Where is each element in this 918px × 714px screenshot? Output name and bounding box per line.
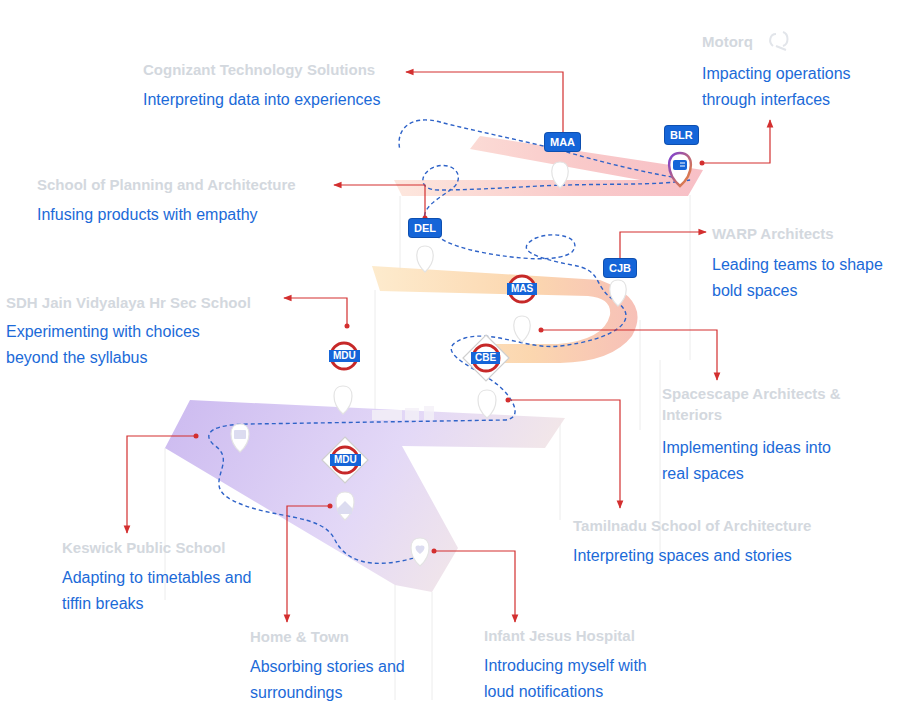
description-text: Infusing products with empathy xyxy=(37,202,258,228)
organisation-name: Home & Town xyxy=(250,626,349,647)
city-code: MDU xyxy=(330,454,361,466)
organisation-name: Infant Jesus Hospital xyxy=(484,625,635,646)
description-text: Experimenting with choices beyond the sy… xyxy=(6,319,224,371)
organisation-name: Keswick Public School xyxy=(62,537,225,558)
organisation-name: Tamilnadu School of Architecture xyxy=(573,515,811,536)
organisation-name: SDH Jain Vidyalaya Hr Sec School xyxy=(6,292,251,313)
description-text: Implementing ideas into real spaces xyxy=(662,435,850,487)
id-card-icon xyxy=(673,160,687,170)
id-card-lines xyxy=(680,163,685,166)
description-text: Adapting to timetables and tiffin breaks xyxy=(62,565,280,617)
station-roundel: MDU xyxy=(324,336,364,376)
airport-badge: DEL xyxy=(409,219,441,237)
city-code: MAA xyxy=(550,136,575,148)
description-text: Leading teams to shape bold spaces xyxy=(712,252,900,304)
description-text: Absorbing stories and surroundings xyxy=(250,654,428,706)
airport-badge: MAA xyxy=(545,133,580,151)
city-code: MDU xyxy=(329,350,360,362)
station-diamond: CBE xyxy=(462,334,510,382)
description-text: Introducing myself with loud notificatio… xyxy=(484,653,676,705)
city-code: CJB xyxy=(609,262,631,274)
organisation-name: School of Planning and Architecture xyxy=(37,174,296,195)
city-code: BLR xyxy=(670,129,693,141)
leader-dots xyxy=(194,161,705,554)
city-code: CBE xyxy=(471,352,500,364)
bottom-band xyxy=(165,400,565,592)
company-icon xyxy=(770,32,787,50)
airport-badge: CJB xyxy=(604,259,636,277)
building-blocks xyxy=(372,406,434,420)
pillar-lines xyxy=(165,195,690,700)
pin-icons xyxy=(234,430,425,554)
description-text: Interpreting data into experiences xyxy=(143,87,380,113)
organisation-name: Motorq xyxy=(702,31,753,52)
city-code: DEL xyxy=(414,222,436,234)
organisation-name: Spacescape Architects & Interiors xyxy=(662,383,874,425)
organisation-name: WARP Architects xyxy=(712,223,834,244)
current-pin xyxy=(669,153,691,186)
airport-badge: BLR xyxy=(665,126,698,144)
description-text: Interpreting spaces and stories xyxy=(573,543,792,569)
description-text: Impacting operations through interfaces xyxy=(702,61,880,113)
city-code: MAS xyxy=(507,283,537,295)
station-roundel: MAS xyxy=(502,269,542,309)
station-diamond: MDU xyxy=(321,436,369,484)
organisation-name: Cognizant Technology Solutions xyxy=(143,59,375,80)
